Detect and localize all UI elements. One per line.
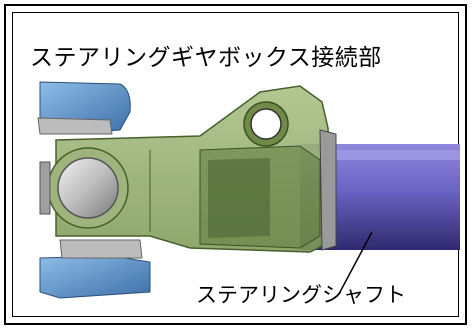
figure-title: ステアリングギヤボックス接続部 (30, 45, 382, 71)
bottom-left-blue-cap (39, 239, 151, 299)
universal-joint-cross-cap (39, 147, 129, 229)
yoke-bolt-hole (243, 101, 289, 147)
steering-shaft-label: ステアリングシャフト (196, 283, 406, 307)
callout-leader-line (339, 231, 373, 293)
top-left-blue-cap (37, 81, 131, 135)
